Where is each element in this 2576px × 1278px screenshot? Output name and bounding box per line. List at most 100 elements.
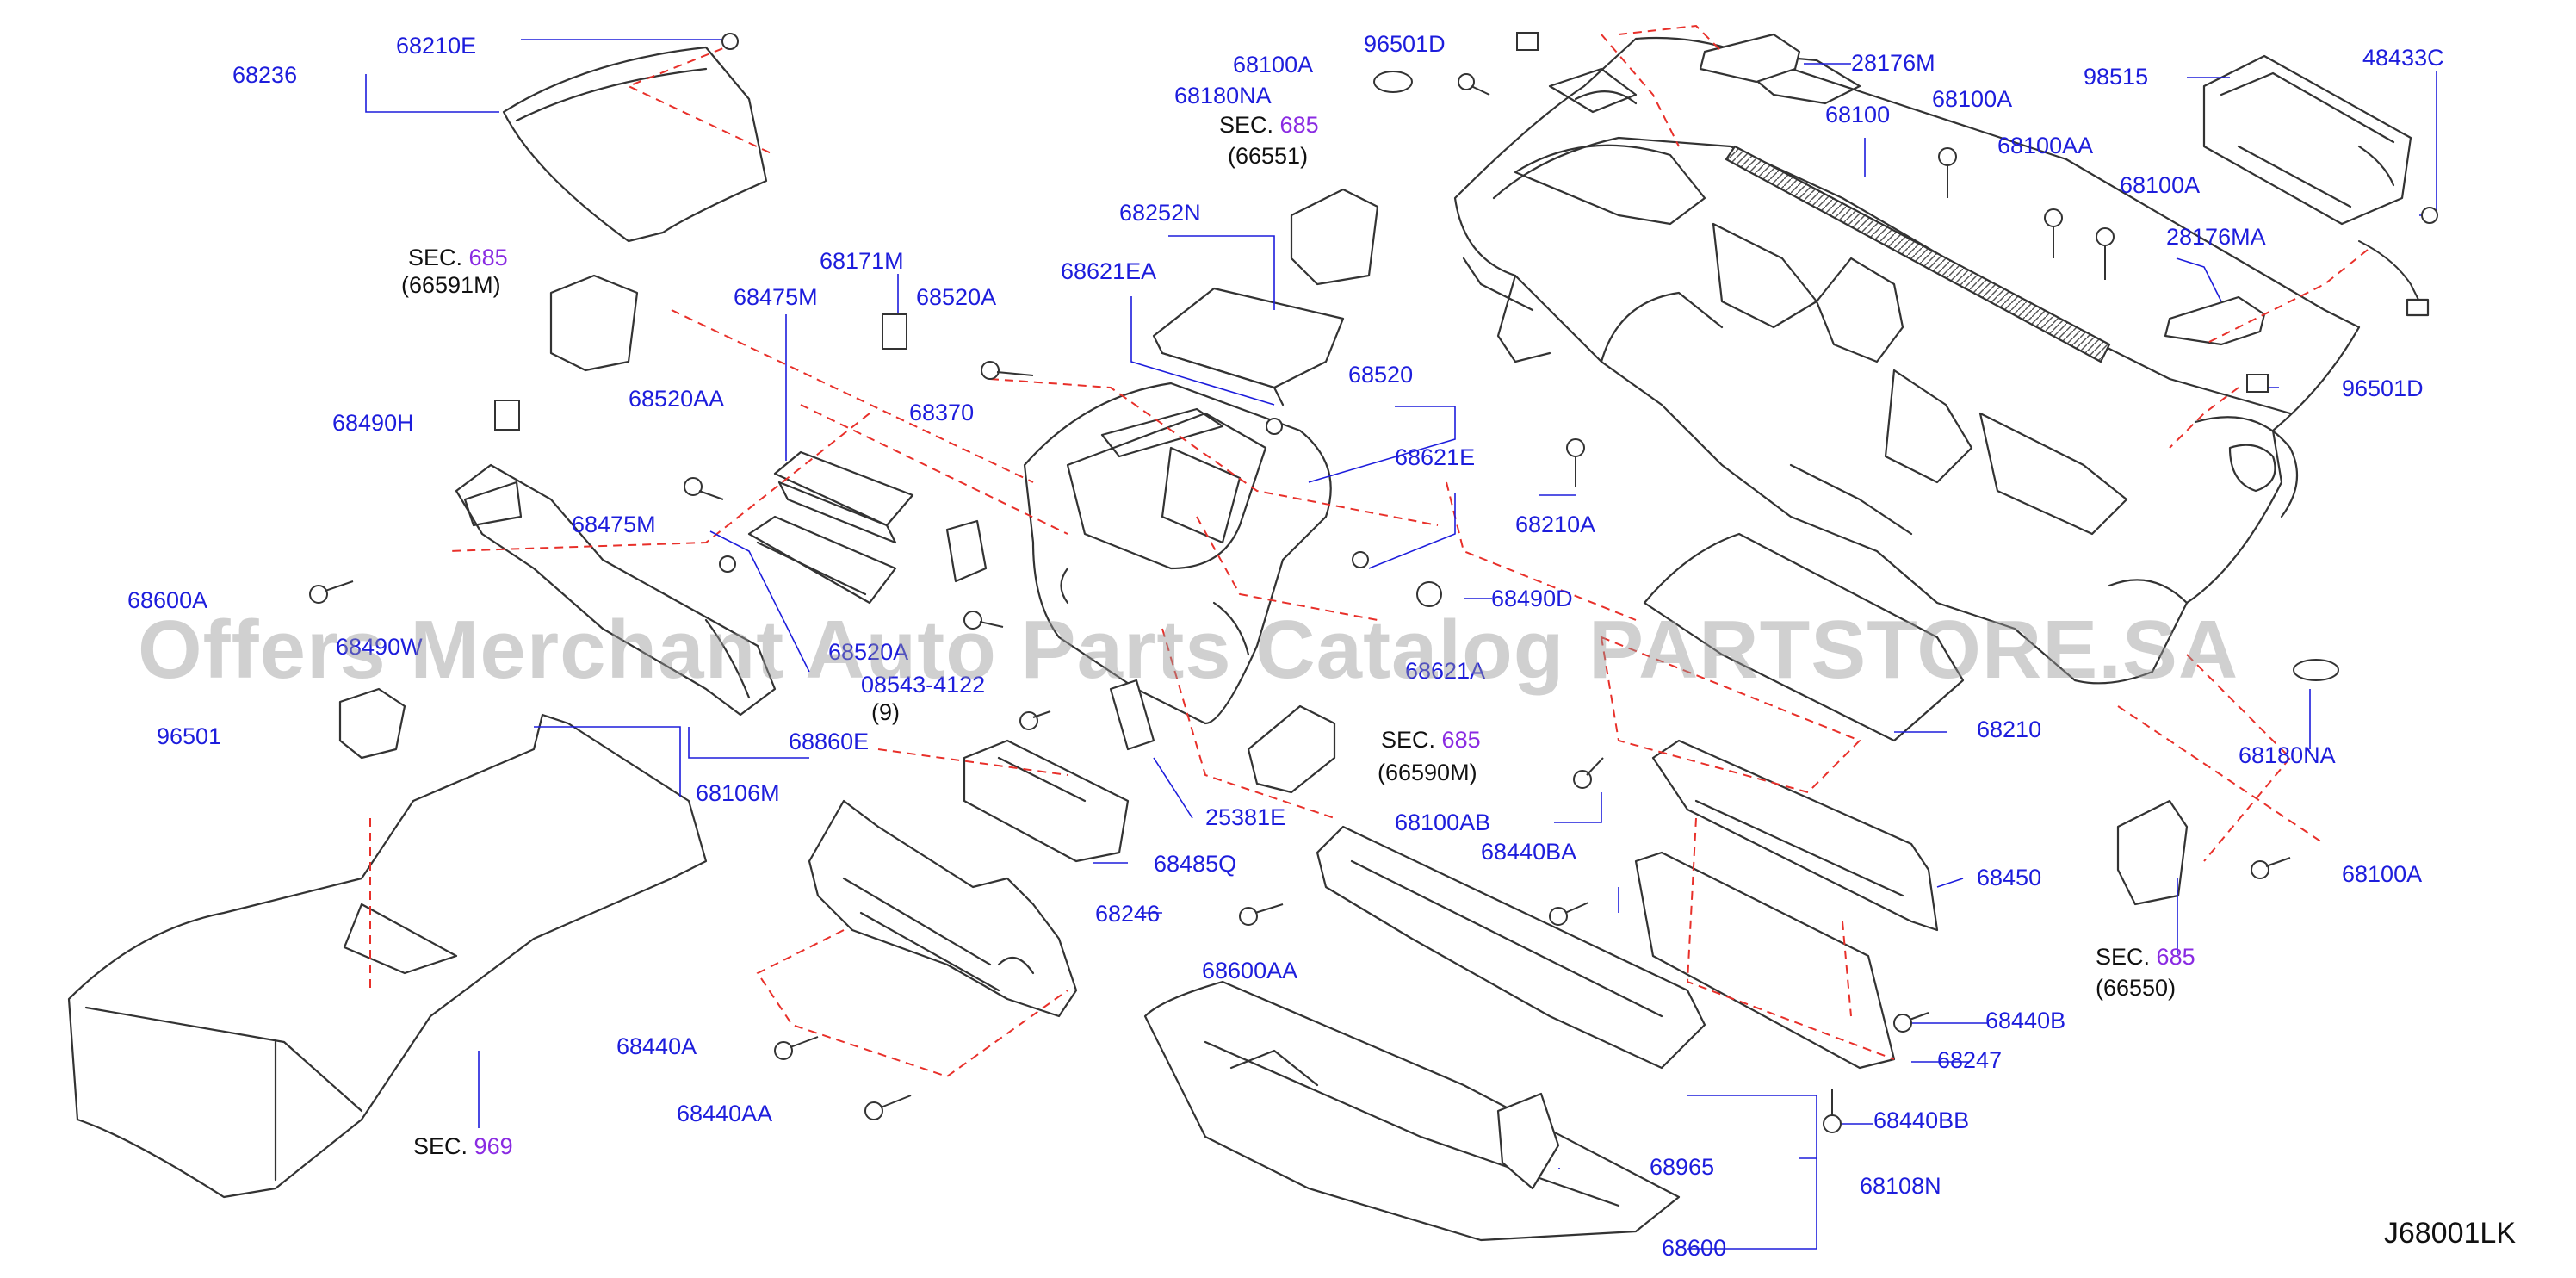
defroster-grille — [1725, 145, 2111, 363]
label-68246: 68246 — [1095, 901, 1161, 927]
sec-ref-66590M-sub: (66590M) — [1378, 760, 1477, 785]
label-25381E: 25381E — [1205, 804, 1286, 830]
screw-96501D-1 — [1458, 73, 1490, 96]
label-68236: 68236 — [232, 62, 298, 88]
label-68252N: 68252N — [1119, 200, 1201, 226]
label-98515: 98515 — [2084, 64, 2149, 90]
glovebox-frame-68108N — [1316, 825, 1706, 1070]
airbag-module-98515 — [2202, 54, 2412, 226]
pad-68370 — [945, 519, 988, 583]
label-68490H: 68490H — [332, 410, 414, 436]
screw-68210A — [1566, 438, 1585, 487]
label-68210A: 68210A — [1515, 512, 1596, 537]
label-08543: 08543-4122 — [861, 672, 986, 698]
watermark: Offers Merchant Auto Parts Catalog PARTS… — [138, 604, 2239, 696]
clip-96501D-2 — [2246, 374, 2269, 393]
center-console-969 — [67, 713, 708, 1199]
label-68600AA: 68600AA — [1202, 958, 1298, 983]
screw-68100A-1 — [1938, 147, 1957, 198]
sec-ref-66550[interactable]: SEC. 685 — [2096, 944, 2195, 970]
label-48433C: 48433C — [2362, 45, 2444, 71]
label-68475M-1: 68475M — [734, 284, 818, 310]
label-68621EA: 68621EA — [1061, 258, 1157, 284]
screw-68100A-3 — [2096, 227, 2115, 280]
clip-68621E — [1352, 551, 1369, 568]
label-68475M-2: 68475M — [572, 512, 656, 537]
label-68520: 68520 — [1348, 362, 1414, 388]
sec-ref-969[interactable]: SEC. 969 — [413, 1133, 513, 1159]
cluster-bezel-68520 — [1023, 382, 1332, 725]
label-68440A: 68440A — [616, 1033, 697, 1059]
label-68440BA: 68440BA — [1481, 839, 1577, 865]
label-68106M: 68106M — [696, 780, 780, 806]
cover-28176MA — [2164, 295, 2266, 346]
screw-68600AA — [1239, 903, 1284, 926]
clip-68210E — [721, 33, 739, 50]
label-68100AA: 68100AA — [1997, 133, 2094, 158]
label-68485Q: 68485Q — [1154, 851, 1237, 877]
label-68100AB: 68100AB — [1395, 810, 1491, 835]
glovebox-68600 — [1143, 980, 1681, 1242]
label-68440AA: 68440AA — [677, 1101, 773, 1126]
clip-68171M — [882, 313, 907, 350]
vent-66590M — [1247, 704, 1336, 794]
sec-ref-66551[interactable]: SEC. 685 — [1219, 112, 1319, 138]
vent-left-66551 — [1290, 188, 1379, 286]
label-28176M: 28176M — [1851, 50, 1935, 76]
screw-68100A-4 — [2251, 857, 2291, 879]
label-68180NA-2: 68180NA — [2239, 742, 2336, 768]
diagram-code: J68001LK — [2383, 1217, 2516, 1250]
label-68100A-3: 68100A — [2120, 172, 2201, 198]
screw-68100AB — [1573, 757, 1604, 789]
pocket-68475M-upper — [773, 450, 914, 527]
screw-68621EA — [1266, 418, 1283, 435]
screw-68600A — [309, 580, 354, 604]
vent-66550 — [2116, 799, 2189, 906]
glovebox-housing-68450 — [1651, 739, 1939, 932]
label-96501D-2: 96501D — [2342, 375, 2424, 401]
label-qty-9: (9) — [871, 699, 900, 725]
grommet-68180NA — [1373, 71, 1413, 93]
vent-66591M — [549, 274, 639, 372]
label-68965: 68965 — [1650, 1154, 1715, 1180]
label-28176MA: 28176MA — [2166, 224, 2266, 250]
pocket-68475M-lower — [747, 515, 897, 605]
sec-ref-66591M-sub: (66591M) — [401, 272, 501, 298]
label-68490D: 68490D — [1491, 586, 1573, 611]
switch-25381E — [1109, 679, 1155, 751]
label-68520A-2: 68520A — [828, 639, 909, 665]
label-96501: 96501 — [157, 723, 222, 749]
screw-68520AA — [684, 477, 724, 500]
sec-ref-66551-sub: (66551) — [1228, 143, 1309, 169]
label-68100A-1: 68100A — [1233, 52, 1314, 78]
cover-28176M — [1699, 33, 1801, 84]
vent-96501 — [338, 687, 406, 760]
screw-68440A — [774, 1036, 819, 1060]
label-68520A-1: 68520A — [916, 284, 997, 310]
sec-ref-66591M[interactable]: SEC. 685 — [408, 245, 508, 270]
instrument-panel-68100 — [1453, 36, 2361, 685]
label-68440BB: 68440BB — [1873, 1107, 1970, 1133]
screw-08543 — [1019, 710, 1051, 730]
label-68210E: 68210E — [396, 33, 477, 59]
label-68171M: 68171M — [820, 248, 904, 274]
side-panel-68106M — [455, 463, 777, 717]
lower-cover-68210 — [1643, 532, 1965, 742]
clip-96501D-top — [1516, 32, 1539, 51]
grommet-68180NA-2 — [2293, 659, 2339, 681]
clip-68490H — [494, 400, 520, 431]
sec-ref-66550-sub: (66550) — [2096, 975, 2177, 1001]
clip-68860E — [719, 555, 736, 573]
label-68180NA-1: 68180NA — [1174, 83, 1272, 109]
screw-68440BA — [1549, 902, 1589, 926]
screw-68520A-2 — [963, 611, 1004, 630]
label-96501D-1: 96501D — [1364, 31, 1446, 57]
screw-68440BB — [1823, 1089, 1842, 1133]
sec-ref-66590M[interactable]: SEC. 685 — [1381, 727, 1481, 753]
screw-68100AA — [2044, 208, 2063, 258]
label-68100A-4: 68100A — [2342, 861, 2423, 887]
label-68100: 68100 — [1825, 102, 1891, 127]
label-68450: 68450 — [1977, 865, 2042, 890]
label-68860E: 68860E — [789, 729, 870, 754]
